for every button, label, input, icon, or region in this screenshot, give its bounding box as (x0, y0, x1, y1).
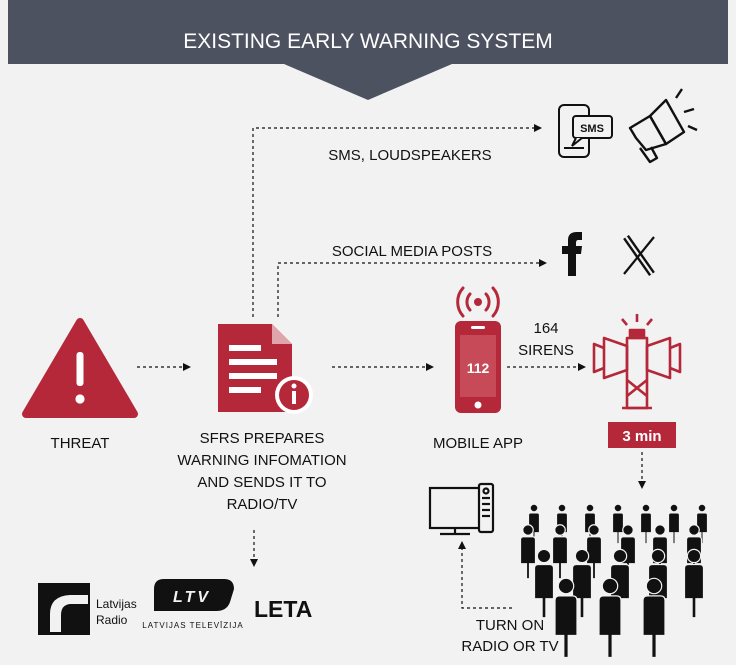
header-title: EXISTING EARLY WARNING SYSTEM (183, 30, 553, 53)
television-icon (428, 482, 495, 536)
warning-triangle-icon (22, 318, 138, 418)
latvijas-radio-logo: Latvijas Radio (38, 583, 137, 635)
person-silhouette (551, 524, 569, 580)
person-silhouette (611, 503, 625, 545)
sms-loudspeakers-label: SMS, LOUDSPEAKERS (328, 147, 491, 164)
facebook-icon (562, 232, 582, 276)
person-silhouette (533, 548, 555, 619)
sfrs-line-3: AND SENDS IT TO (197, 474, 326, 491)
latvijas-radio-line-2: Radio (96, 613, 128, 627)
person-silhouette (695, 503, 709, 545)
siren-time-badge (608, 422, 676, 448)
arrow-sfrs-to-sms (252, 124, 542, 317)
x-twitter-icon (623, 234, 655, 277)
sirens-count: 164 (533, 320, 558, 337)
mobile-phone-icon (455, 321, 501, 413)
turn-on-line-2: RADIO OR TV (461, 638, 558, 655)
person-silhouette (519, 524, 537, 580)
arrow-people-to-tv (458, 541, 512, 609)
crowd-icon (519, 503, 709, 659)
person-silhouette (554, 577, 578, 659)
phone-number: 112 (467, 360, 490, 376)
sirens-label: SIRENS (518, 342, 574, 359)
sfrs-line-4: RADIO/TV (227, 496, 298, 513)
ltv-subtitle: LATVIJAS TELEVĪZIJA (142, 621, 243, 630)
person-silhouette (609, 548, 631, 619)
person-silhouette (639, 503, 653, 545)
person-silhouette (585, 524, 603, 580)
person-silhouette (619, 524, 637, 580)
sms-phone-icon (558, 104, 613, 158)
person-silhouette (527, 503, 541, 545)
header-banner (8, 0, 728, 100)
sfrs-line-1: SFRS PREPARES (200, 430, 325, 447)
social-media-label: SOCIAL MEDIA POSTS (332, 243, 492, 260)
sms-badge: SMS (580, 123, 604, 135)
ltv-mark: LTV (173, 589, 211, 606)
person-silhouette (642, 577, 666, 659)
loudspeaker-icon (628, 88, 698, 164)
siren-time-value: 3 min (622, 428, 661, 445)
person-silhouette (598, 577, 622, 659)
person-silhouette (667, 503, 681, 545)
mobile-app-label: MOBILE APP (433, 435, 523, 452)
arrow-sfrs-to-social (277, 259, 547, 317)
siren-tower-icon (592, 314, 682, 410)
turn-on-line-1: TURN ON (476, 617, 544, 634)
broadcast-signal-icon (456, 286, 500, 318)
leta-logo: LETA (254, 596, 312, 622)
document-info-icon (218, 324, 313, 414)
person-silhouette (571, 548, 593, 619)
latvijas-radio-line-1: Latvijas (96, 597, 137, 611)
ltv-logo: LTV LATVIJAS TELEVĪZIJA (142, 579, 243, 630)
sfrs-line-2: WARNING INFOMATION (177, 452, 346, 469)
person-silhouette (683, 548, 705, 619)
threat-label: THREAT (51, 435, 110, 452)
